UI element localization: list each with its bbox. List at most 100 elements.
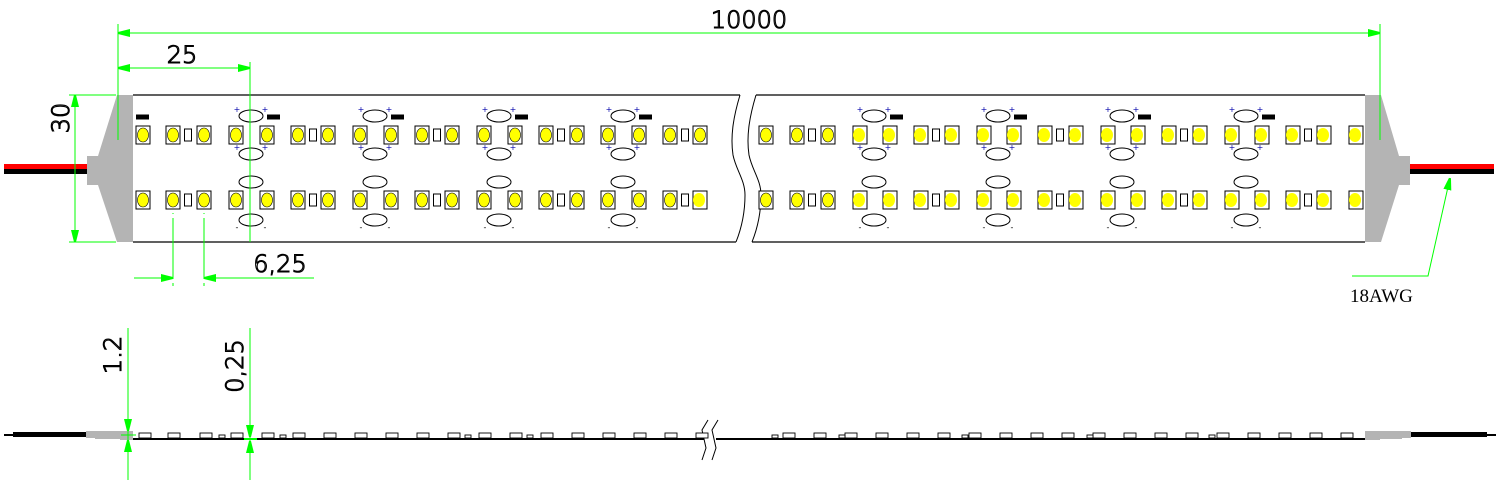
dimension-width: 30 [46, 94, 116, 243]
led-emitter [137, 192, 149, 208]
polarity-negative: - [388, 223, 391, 232]
side-led-chip [968, 432, 982, 439]
led-emitter [1317, 128, 1329, 142]
cut-mark [1262, 114, 1275, 120]
solder-pad [362, 109, 388, 123]
cut-mark [515, 114, 528, 120]
led-emitter [822, 192, 834, 208]
polarity-positive: + [358, 143, 365, 152]
solder-pad [985, 213, 1011, 227]
resistor [1304, 193, 1312, 207]
dimension-segment-pitch-label: 25 [167, 41, 198, 69]
side-wire-right-thick [1411, 432, 1487, 437]
led-emitter [354, 127, 366, 143]
dimension-led-pitch-label: 6,25 [253, 250, 306, 278]
polarity-positive: + [1229, 143, 1236, 152]
led-emitter [261, 127, 273, 143]
solder-pad [486, 213, 512, 227]
solder-pad [1233, 147, 1259, 161]
led-emitter [1286, 193, 1298, 207]
resistor [557, 128, 565, 142]
resistor [1056, 193, 1064, 207]
wire-gauge-callout: 18AWG [1350, 177, 1452, 307]
led-emitter [1349, 128, 1361, 142]
solder-pad [238, 109, 264, 123]
side-led-chip [844, 432, 858, 439]
side-led-chip [230, 432, 244, 439]
solder-pad [861, 213, 887, 227]
solder-pad [1109, 147, 1135, 161]
side-led-chip [999, 432, 1013, 439]
led-emitter [1162, 193, 1174, 207]
polarity-positive: + [1133, 105, 1140, 114]
break-line-left [731, 94, 746, 243]
side-led-chip [199, 432, 213, 439]
led-array: ++++----++++----++++----++++----++++----… [135, 105, 1364, 232]
polarity-positive: + [1009, 105, 1016, 114]
solder-pad [1109, 213, 1135, 227]
side-led-chip [571, 432, 585, 439]
polarity-positive: + [857, 105, 864, 114]
solder-pad [1233, 175, 1259, 189]
wire-gauge-label: 18AWG [1350, 286, 1413, 307]
wire-right [1410, 164, 1494, 174]
led-emitter [883, 128, 895, 142]
led-emitter [292, 127, 304, 143]
led-emitter [261, 192, 273, 208]
side-led-chip [354, 432, 368, 439]
side-led-chip [633, 432, 647, 439]
dimension-length: 10000 [117, 5, 1381, 140]
solder-pad [486, 147, 512, 161]
polarity-positive: + [1133, 143, 1140, 152]
led-emitter [1069, 128, 1081, 142]
resistor [1180, 193, 1188, 207]
led-emitter [945, 128, 957, 142]
solder-pad [486, 175, 512, 189]
side-led-chip [540, 432, 554, 439]
led-emitter [853, 193, 865, 207]
side-resistor [771, 434, 779, 439]
polarity-positive: + [1257, 143, 1264, 152]
solder-pad [1109, 175, 1135, 189]
polarity-positive: + [386, 143, 393, 152]
resistor [309, 193, 317, 207]
polarity-positive: + [234, 143, 241, 152]
side-led-chip [664, 432, 678, 439]
led-emitter [540, 127, 552, 143]
polarity-negative: - [1259, 223, 1262, 232]
polarity-negative: - [360, 223, 363, 232]
polarity-positive: + [386, 105, 393, 114]
led-emitter [385, 192, 397, 208]
led-emitter [354, 192, 366, 208]
polarity-negative: - [1011, 223, 1014, 232]
polarity-positive: + [885, 105, 892, 114]
side-led-chip [602, 432, 616, 439]
wire-left [4, 164, 88, 174]
led-emitter [385, 127, 397, 143]
side-led-chip [167, 432, 181, 439]
polarity-positive: + [262, 143, 269, 152]
side-led-chip [695, 432, 709, 439]
side-led-chip [1061, 432, 1075, 439]
side-led-chip [1309, 432, 1323, 439]
polarity-positive: + [482, 143, 489, 152]
side-led-chip [416, 432, 430, 439]
polarity-negative: - [1107, 223, 1110, 232]
side-resistor [279, 434, 287, 439]
polarity-positive: + [1009, 143, 1016, 152]
wire-positive-right [1410, 164, 1494, 169]
led-emitter [602, 192, 614, 208]
solder-pad [1233, 109, 1259, 123]
resistor [808, 128, 816, 142]
dimension-segment-pitch: 25 [118, 40, 251, 242]
led-emitter [1349, 193, 1361, 207]
resistor [184, 128, 192, 142]
resistor [557, 193, 565, 207]
resistor [681, 193, 689, 207]
side-break-right [711, 419, 719, 461]
polarity-positive: + [606, 105, 613, 114]
polarity-positive: + [482, 105, 489, 114]
side-led-chip [478, 432, 492, 439]
side-end-cap-left [86, 431, 133, 440]
led-emitter [1286, 128, 1298, 142]
